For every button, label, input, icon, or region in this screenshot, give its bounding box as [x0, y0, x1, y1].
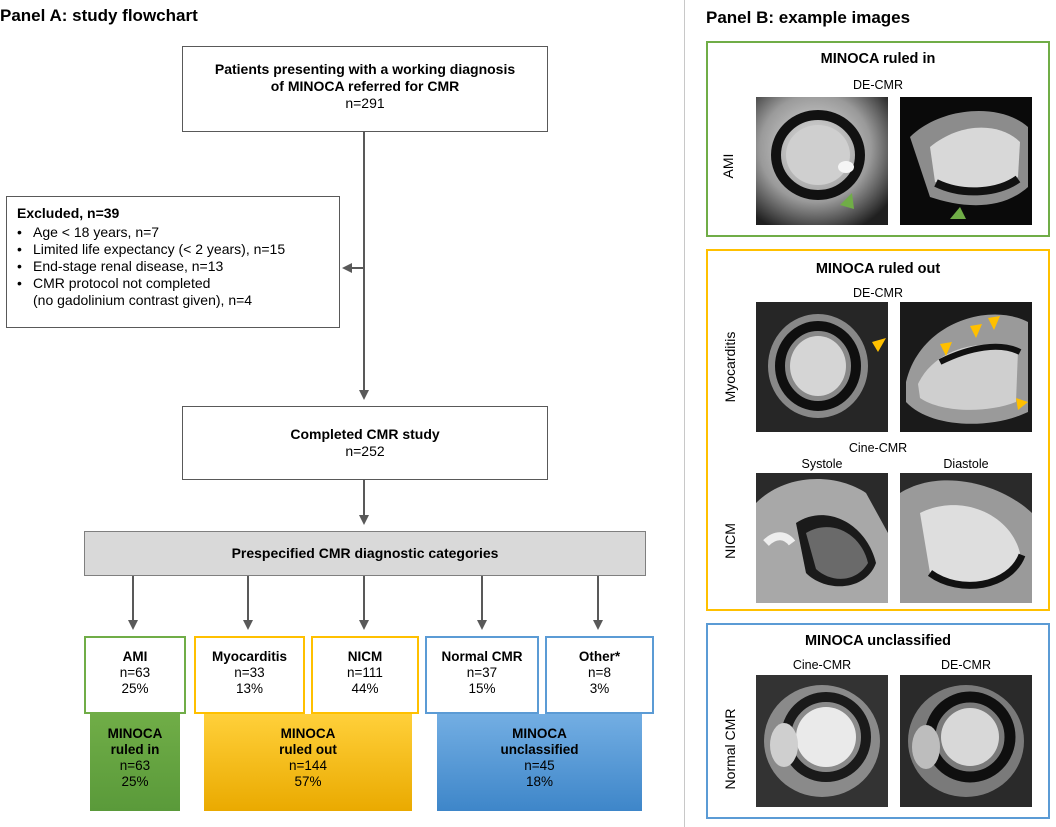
group-line1: MINOCA [512, 726, 567, 741]
ruled-out-sublabel-top: DE-CMR [853, 286, 903, 300]
category-n: n=8 [588, 665, 611, 680]
scan-myocarditis-long-axis [900, 302, 1032, 432]
category-name: AMI [122, 649, 148, 664]
group-pct: 18% [525, 774, 554, 789]
arrowhead-green-icon [950, 207, 966, 219]
completed-title: Completed CMR study [290, 426, 440, 442]
scan-ami-short-axis [756, 97, 888, 225]
ruled-in-sublabel: DE-CMR [853, 78, 903, 92]
category-ami: AMI n=63 25% [84, 636, 186, 714]
excluded-item: End-stage renal disease, n=13 [17, 258, 329, 275]
category-other: Other* n=8 3% [545, 636, 654, 714]
patients-box: Patients presenting with a working diagn… [182, 46, 548, 132]
category-pct: 13% [235, 681, 264, 696]
scan-nicm-diastole [900, 473, 1032, 603]
category-n: n=33 [234, 665, 265, 680]
panel-b-title: Panel B: example images [706, 8, 911, 27]
group-line2: unclassified [500, 742, 579, 757]
ruled-in-title: MINOCA ruled in [820, 51, 936, 67]
panel-divider [684, 0, 685, 827]
excluded-box: Excluded, n=39 Age < 18 years, n=7 Limit… [6, 196, 340, 328]
category-normal-cmr: Normal CMR n=37 15% [425, 636, 539, 714]
col-label-de: DE-CMR [941, 658, 991, 672]
group-n: n=45 [524, 758, 555, 773]
category-n: n=111 [347, 665, 383, 680]
row-label-normal-cmr: Normal CMR [722, 708, 738, 790]
ruled-out-title: MINOCA ruled out [815, 261, 941, 277]
category-myocarditis: Myocarditis n=33 13% [194, 636, 305, 714]
group-ruled-out: MINOCA ruled out n=144 57% [204, 714, 412, 811]
scan-nicm-systole [756, 473, 888, 603]
category-n: n=37 [466, 665, 498, 680]
categories-header: Prespecified CMR diagnostic categories [84, 531, 646, 576]
arrowhead-green-icon [840, 193, 854, 209]
row-label-ami: AMI [720, 153, 736, 179]
arrowhead-orange-icon [872, 338, 886, 352]
group-pct: 25% [121, 774, 149, 789]
arrowhead-orange-icon [940, 342, 952, 356]
category-n: n=63 [119, 665, 151, 680]
excluded-title: Excluded, n=39 [17, 205, 120, 221]
excluded-item: CMR protocol not completed [17, 275, 329, 292]
unclassified-title: MINOCA unclassified [804, 633, 952, 649]
category-pct: 44% [351, 681, 379, 696]
panel-ruled-out: MINOCA ruled out DE-CMR Myocarditis Cine… [706, 249, 1050, 611]
scan-normal-cine [756, 675, 888, 807]
completed-box: Completed CMR study n=252 [182, 406, 548, 480]
category-name: Normal CMR [441, 649, 523, 664]
patients-line2: of MINOCA referred for CMR [270, 78, 460, 94]
group-unclassified: MINOCA unclassified n=45 18% [437, 714, 642, 811]
scan-myocarditis-short-axis [756, 302, 888, 432]
excluded-item: Age < 18 years, n=7 [17, 224, 329, 241]
group-pct: 57% [294, 774, 322, 789]
scan-ami-long-axis [900, 97, 1032, 225]
patients-line1: Patients presenting with a working diagn… [214, 61, 516, 77]
ruled-out-sublabel-mid: Cine-CMR [848, 441, 908, 455]
row-label-nicm: NICM [722, 523, 738, 559]
arrowhead-orange-icon [988, 316, 1000, 330]
col-label-systole: Systole [801, 457, 843, 471]
category-nicm: NICM n=111 44% [311, 636, 419, 714]
group-line2: ruled in [110, 742, 160, 757]
panel-unclassified: MINOCA unclassified Cine-CMR DE-CMR Norm… [706, 623, 1050, 819]
group-n: n=63 [119, 758, 151, 773]
arrowhead-orange-icon [970, 324, 982, 338]
arrowhead-orange-icon [1016, 398, 1028, 410]
row-label-myocarditis: Myocarditis [722, 331, 738, 403]
flowchart-connectors [128, 132, 603, 630]
category-pct: 25% [121, 681, 149, 696]
category-name: NICM [347, 649, 383, 664]
category-name: Other* [578, 649, 621, 664]
excluded-item: Limited life expectancy (< 2 years), n=1… [17, 241, 329, 258]
completed-n: n=252 [345, 443, 385, 459]
col-label-diastole: Diastole [943, 457, 989, 471]
col-label-cine: Cine-CMR [792, 658, 852, 672]
excluded-list: Age < 18 years, n=7 Limited life expecta… [17, 224, 329, 292]
category-name: Myocarditis [211, 649, 288, 664]
patients-n: n=291 [345, 95, 385, 111]
panel-a-title: Panel A: study flowchart [0, 6, 198, 25]
category-pct: 15% [468, 681, 496, 696]
group-line1: MINOCA [107, 726, 163, 741]
category-pct: 3% [589, 681, 610, 696]
group-n: n=144 [289, 758, 327, 773]
group-line1: MINOCA [280, 726, 336, 741]
group-ruled-in: MINOCA ruled in n=63 25% [90, 714, 180, 811]
excluded-item-continuation: (no gadolinium contrast given), n=4 [33, 292, 253, 308]
group-line2: ruled out [279, 742, 337, 757]
panel-ruled-in: MINOCA ruled in DE-CMR AMI [706, 41, 1050, 237]
scan-normal-de [900, 675, 1032, 807]
